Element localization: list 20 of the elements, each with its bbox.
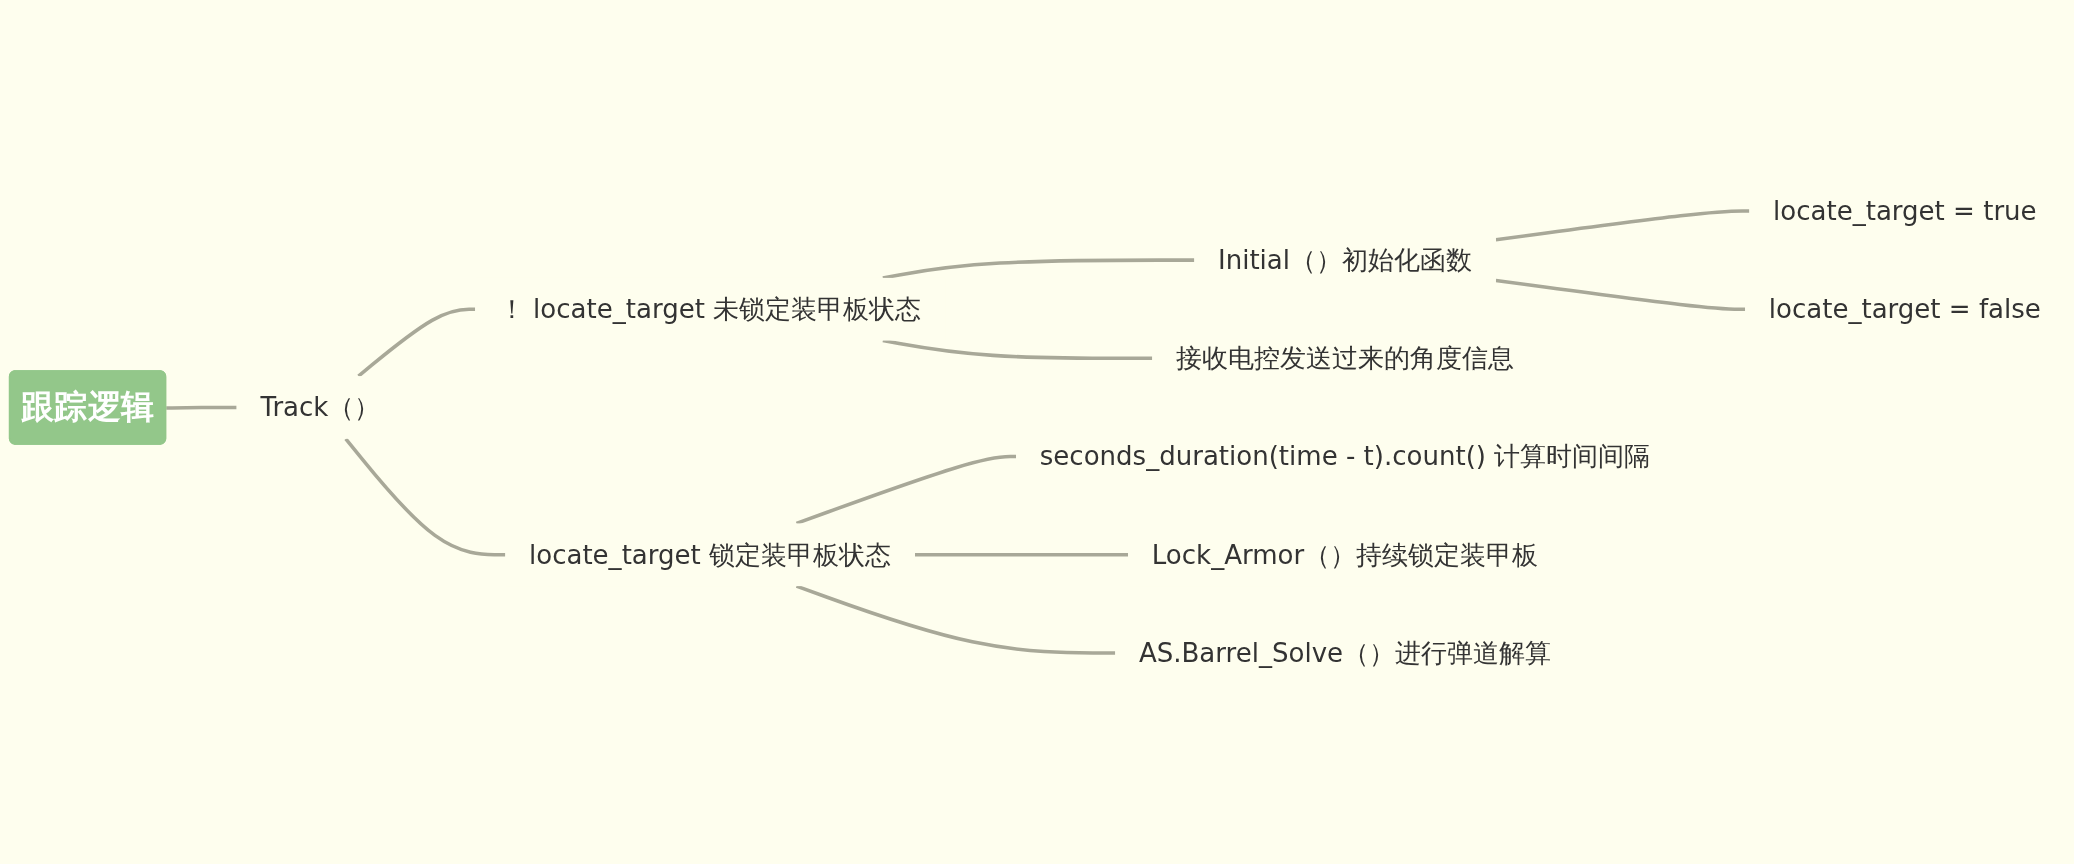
connector (1495, 278, 1746, 311)
node-text: Track（） (260, 392, 381, 423)
connector (344, 437, 506, 557)
connector (166, 405, 237, 410)
node-text: Lock_Armor（）持续锁定装甲板 (1151, 539, 1539, 570)
node-text: locate_target = false (1768, 294, 2041, 325)
connector (882, 258, 1195, 280)
connector (795, 584, 1116, 655)
node-text: ！ locate_target 未锁定装甲板状态 (498, 294, 922, 325)
node-text: seconds_duration(time - t).count() 计算时间间隔 (1039, 441, 1651, 472)
connector (882, 338, 1153, 361)
node-text: 接收电控发送过来的角度信息 (1175, 343, 1515, 374)
node-text: AS.Barrel_Solve（）进行弹道解算 (1138, 638, 1552, 668)
connector (914, 553, 1129, 557)
connector (1495, 209, 1750, 242)
connector (357, 307, 476, 378)
node-text: Initial（）初始化函数 (1217, 245, 1473, 275)
node-text: locate_target = true (1773, 196, 2037, 226)
node-text: locate_target 锁定装甲板状态 (528, 539, 892, 570)
connector (795, 454, 1017, 526)
